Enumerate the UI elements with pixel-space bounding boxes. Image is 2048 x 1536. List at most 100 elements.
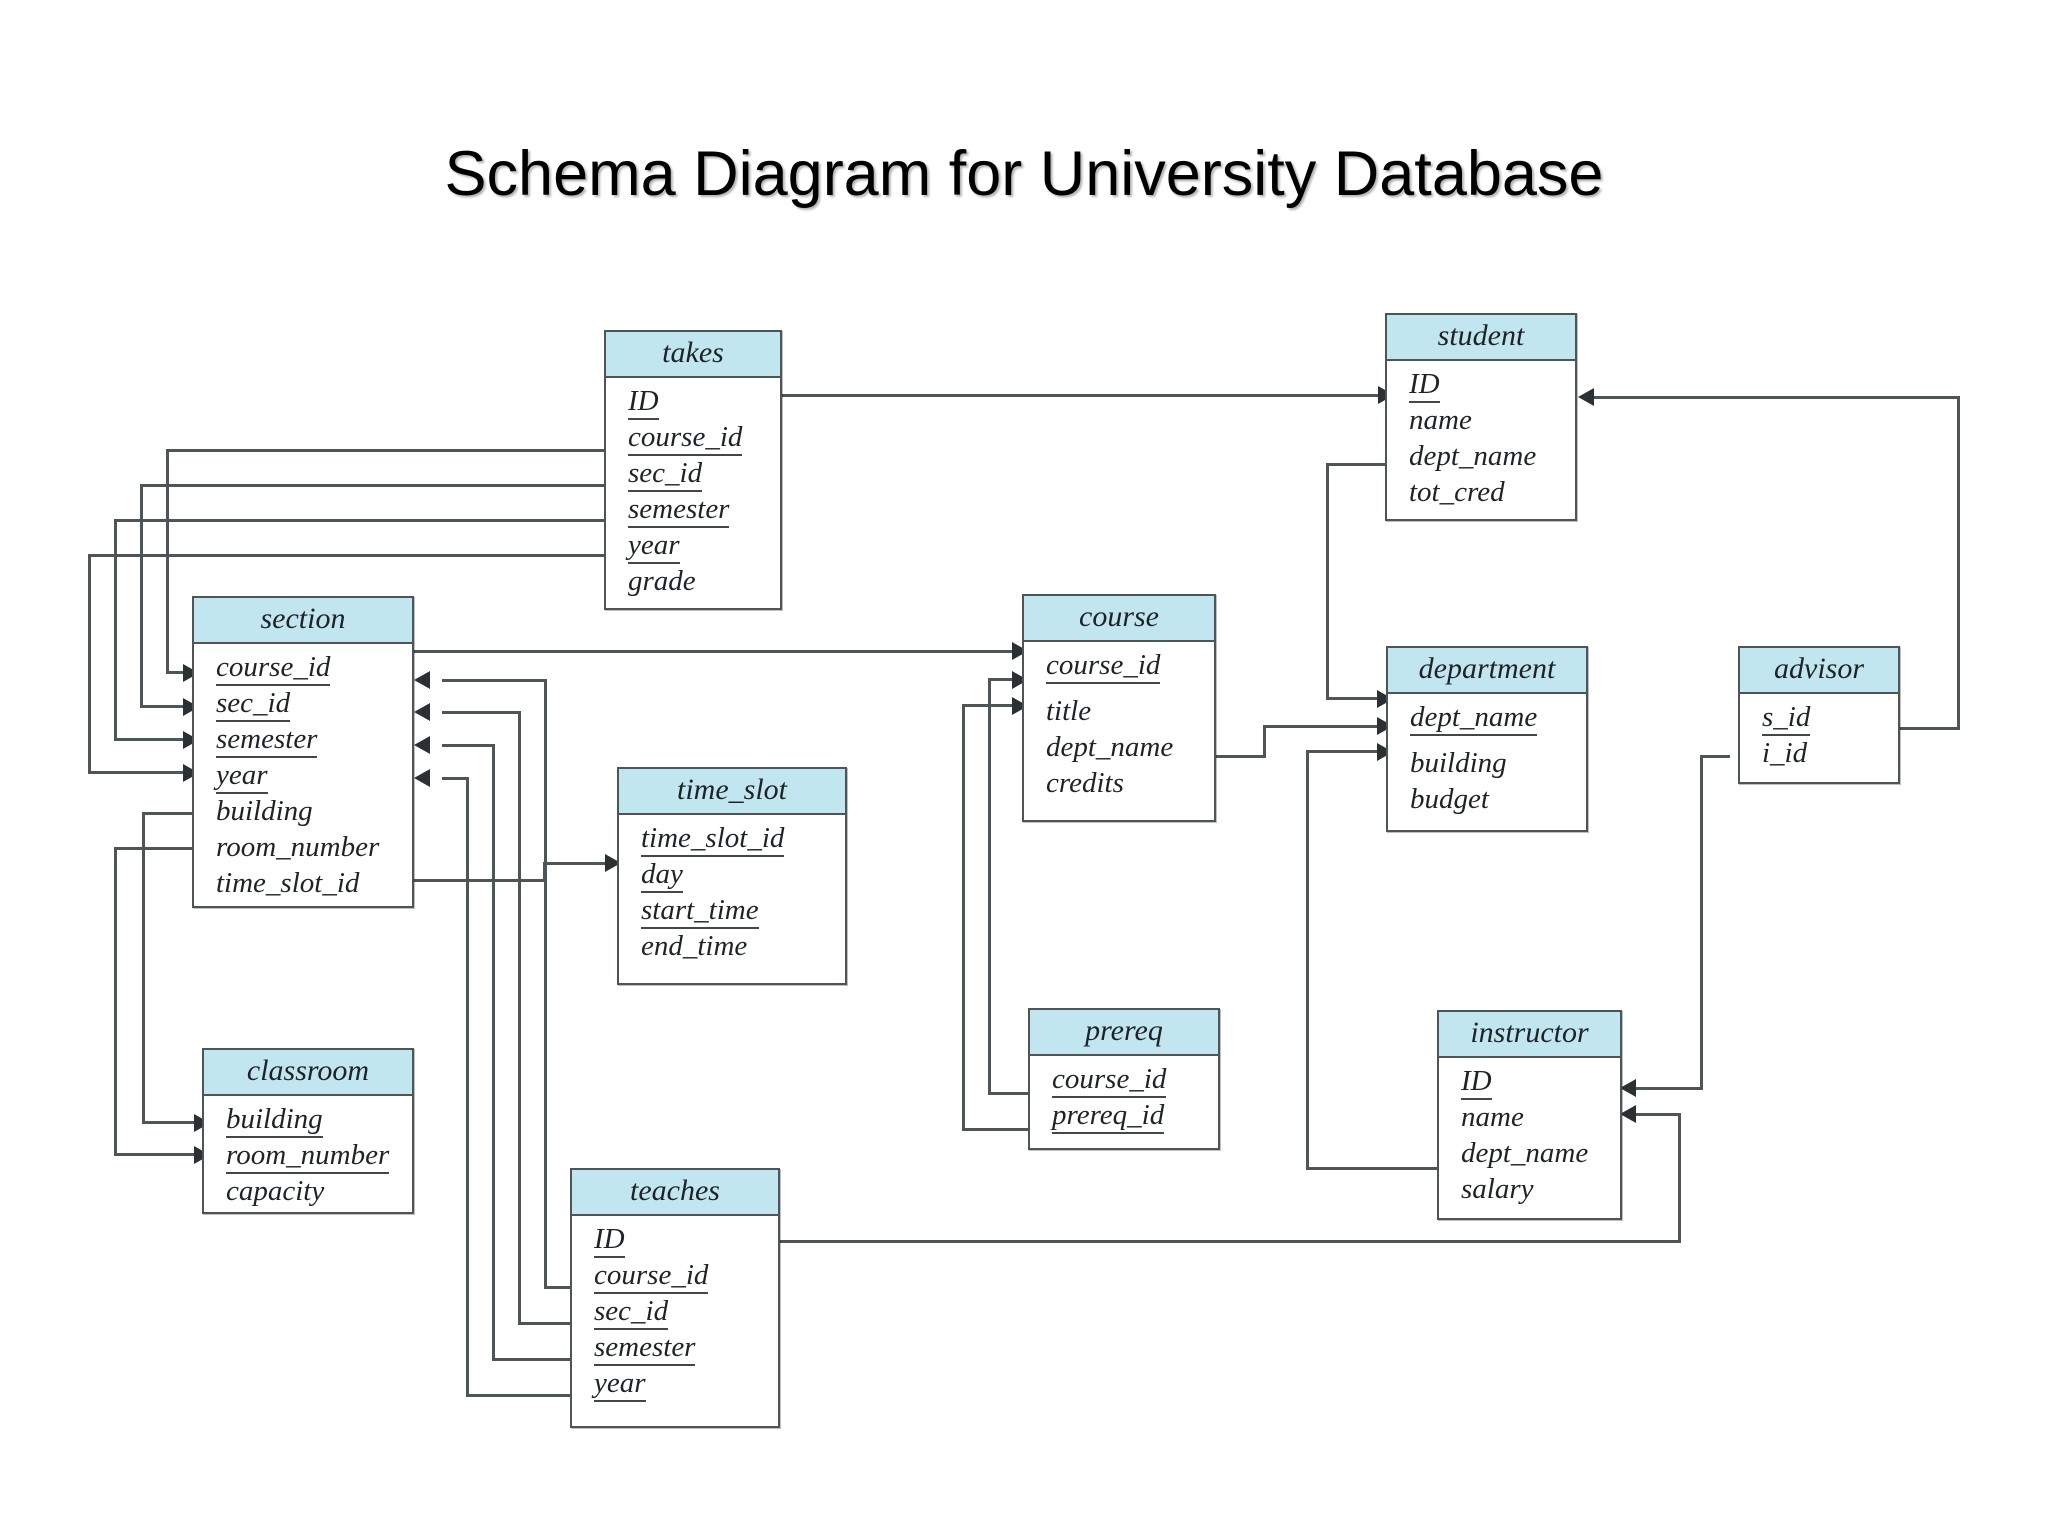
link-course-dept-v [1263, 725, 1266, 758]
link-takes-secid-h2 [140, 705, 192, 708]
link-advisor-iid-v [1700, 755, 1703, 1090]
link-teaches-year-v [466, 777, 469, 1397]
link-advisor-sid-h1 [1900, 727, 1960, 730]
table-section[interactable]: section course_id sec_id semester year b… [192, 596, 414, 908]
link-prereq-courseid-h2 [988, 678, 1022, 681]
link-takes-id-student-id [782, 394, 1385, 397]
attr-student-id: ID [1409, 368, 1575, 403]
attr-instructor-id: ID [1461, 1065, 1620, 1100]
table-department-title: department [1388, 648, 1586, 694]
attr-section-sec-id: sec_id [216, 687, 412, 722]
table-time-slot-attributes: time_slot_id day start_time end_time [619, 815, 845, 979]
table-department-attributes: dept_name building budget [1388, 694, 1586, 832]
attr-takes-sec-id: sec_id [628, 457, 780, 492]
link-teaches-id-h2 [1633, 1113, 1681, 1116]
arrowhead-section-secid-right [414, 703, 430, 721]
link-section-room-h2 [114, 1153, 202, 1156]
attr-section-building: building [216, 795, 313, 827]
attr-course-course-id: course_id [1046, 649, 1214, 684]
link-takes-year-h2 [88, 771, 192, 774]
link-student-dept-h1 [1326, 463, 1386, 466]
attr-classroom-room-number: room_number [226, 1139, 412, 1174]
attr-teaches-course-id: course_id [594, 1259, 778, 1294]
table-department[interactable]: department dept_name building budget [1386, 646, 1588, 832]
link-takes-secid-v [140, 484, 143, 706]
link-takes-secid-h1 [140, 484, 616, 487]
link-advisor-iid-h1 [1700, 755, 1730, 758]
table-prereq-title: prereq [1030, 1010, 1218, 1056]
link-section-building-h1 [142, 812, 192, 815]
attr-classroom-building: building [226, 1103, 412, 1138]
table-teaches-title: teaches [572, 1170, 778, 1216]
link-teaches-secid-v [518, 711, 521, 1325]
link-teaches-year-h1 [466, 1394, 594, 1397]
attr-classroom-capacity: capacity [226, 1175, 325, 1207]
attr-prereq-prereq-id: prereq_id [1052, 1099, 1218, 1134]
link-section-building-v [142, 812, 145, 1124]
link-teaches-secid-h2 [442, 711, 521, 714]
attr-takes-course-id: course_id [628, 421, 780, 456]
link-instructor-dept-h2 [1306, 750, 1386, 753]
attr-teaches-semester: semester [594, 1331, 778, 1366]
table-takes-title: takes [606, 332, 780, 378]
attr-student-name: name [1409, 404, 1472, 436]
table-takes[interactable]: takes ID course_id sec_id semester year … [604, 330, 782, 610]
attr-department-budget: budget [1410, 783, 1489, 815]
attr-student-tot-cred: tot_cred [1409, 476, 1505, 508]
table-classroom-title: classroom [204, 1050, 412, 1096]
attr-course-dept-name: dept_name [1046, 731, 1174, 763]
table-takes-attributes: ID course_id sec_id semester year grade [606, 378, 780, 614]
table-instructor[interactable]: instructor ID name dept_name salary [1437, 1010, 1622, 1220]
table-classroom[interactable]: classroom building room_number capacity [202, 1048, 414, 1214]
table-advisor-title: advisor [1740, 648, 1898, 694]
arrowhead-section-courseid-right [414, 671, 430, 689]
link-teaches-id-v [1678, 1113, 1681, 1243]
link-teaches-courseid-h1 [544, 1286, 594, 1289]
attr-advisor-s-id: s_id [1762, 701, 1898, 736]
attr-instructor-dept-name: dept_name [1461, 1137, 1589, 1169]
attr-time-slot-start-time: start_time [641, 894, 845, 929]
table-student-attributes: ID name dept_name tot_cred [1387, 361, 1575, 525]
arrowhead-instructor-id-a [1620, 1079, 1636, 1097]
link-takes-semester-h1 [114, 519, 616, 522]
arrowhead-student-id-right [1578, 388, 1594, 406]
link-takes-courseid-h2 [166, 671, 192, 674]
table-advisor-attributes: s_id i_id [1740, 694, 1898, 786]
link-prereq-prereqid-v [962, 704, 965, 1131]
link-advisor-sid-v [1957, 396, 1960, 730]
attr-advisor-i-id: i_id [1762, 737, 1808, 769]
link-prereq-prereqid-h1 [962, 1128, 1028, 1131]
link-student-dept-v [1326, 463, 1329, 700]
table-teaches[interactable]: teaches ID course_id sec_id semester yea… [570, 1168, 780, 1428]
arrowhead-section-semester-right [414, 736, 430, 754]
link-section-building-h2 [142, 1121, 202, 1124]
table-prereq-attributes: course_id prereq_id [1030, 1056, 1218, 1148]
attr-instructor-salary: salary [1461, 1173, 1534, 1205]
table-classroom-attributes: building room_number capacity [204, 1096, 412, 1224]
attr-section-room-number: room_number [216, 831, 380, 863]
table-student-title: student [1387, 315, 1575, 361]
link-section-room-h1 [114, 847, 192, 850]
link-takes-year-v [88, 554, 91, 773]
arrowhead-instructor-id-b [1620, 1105, 1636, 1123]
table-instructor-attributes: ID name dept_name salary [1439, 1058, 1620, 1222]
table-advisor[interactable]: advisor s_id i_id [1738, 646, 1900, 784]
table-time-slot[interactable]: time_slot time_slot_id day start_time en… [617, 767, 847, 985]
attr-time-slot-end-time: end_time [641, 930, 748, 962]
link-student-dept-h2 [1326, 697, 1386, 700]
attr-course-credits: credits [1046, 767, 1124, 799]
table-prereq[interactable]: prereq course_id prereq_id [1028, 1008, 1220, 1150]
table-section-attributes: course_id sec_id semester year building … [194, 644, 412, 916]
attr-teaches-year: year [594, 1367, 778, 1402]
link-advisor-sid-h2 [1590, 396, 1960, 399]
link-teaches-secid-h1 [518, 1322, 594, 1325]
link-takes-courseid-v [166, 449, 169, 674]
table-student[interactable]: student ID name dept_name tot_cred [1385, 313, 1577, 521]
attr-teaches-id: ID [594, 1223, 778, 1258]
attr-prereq-course-id: course_id [1052, 1063, 1218, 1098]
link-course-dept-h1 [1216, 755, 1266, 758]
table-course[interactable]: course course_id title dept_name credits [1022, 594, 1216, 822]
link-takes-courseid-h1 [166, 449, 616, 452]
link-teaches-semester-h1 [492, 1358, 594, 1361]
link-teaches-year-h2 [442, 777, 469, 780]
